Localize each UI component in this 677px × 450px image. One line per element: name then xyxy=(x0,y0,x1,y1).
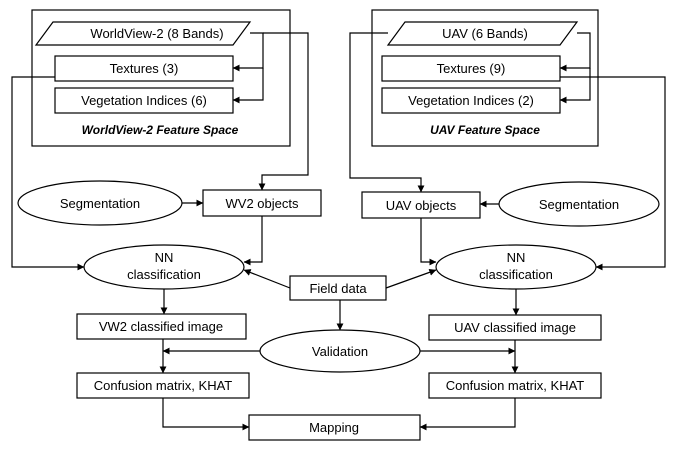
wv2-classification-label: classification xyxy=(127,267,201,282)
uav-confusion-matrix-label: Confusion matrix, KHAT xyxy=(446,378,585,393)
wv2-veg-indices-label: Vegetation Indices (6) xyxy=(81,93,207,108)
field-data-to-uav-classification-arrow xyxy=(385,268,437,289)
wv2-features-to-classification-arrow xyxy=(11,76,85,271)
wv2-feature-space-panel: WorldView-2 (8 Bands) Textures (3) Veget… xyxy=(31,9,291,147)
mapping-label: Mapping xyxy=(309,420,359,435)
wv2-source-parallelogram xyxy=(34,21,252,46)
uav-classification-label: classification xyxy=(479,267,553,282)
uav-confusion-matrix-node xyxy=(428,372,602,399)
wv2-objects-to-classification-arrow xyxy=(243,216,263,266)
wv2-source-to-textures-arrow xyxy=(232,32,264,72)
wv2-segmentation-label: Segmentation xyxy=(60,196,140,211)
wv2-objects-label: WV2 objects xyxy=(226,196,299,211)
uav-segmentation-label: Segmentation xyxy=(539,197,619,212)
uav-feature-space-panel: UAV (6 Bands) Textures (9) Vegetation In… xyxy=(371,9,599,147)
wv2-source-to-veg-indices-arrow xyxy=(232,68,264,104)
uav-source-parallelogram xyxy=(386,21,579,46)
uav-source-label: UAV (6 Bands) xyxy=(442,26,528,41)
validation-label: Validation xyxy=(312,344,368,359)
uav-matrix-to-mapping-arrow xyxy=(419,398,516,431)
uav-veg-indices-label: Vegetation Indices (2) xyxy=(408,93,534,108)
uav-features-to-classification-arrow xyxy=(560,76,666,271)
field-data-label: Field data xyxy=(309,281,367,296)
wv2-classified-image-label: VW2 classified image xyxy=(99,319,223,334)
wv2-panel-caption: WorldView-2 Feature Space xyxy=(82,123,239,137)
wv2-textures-label: Textures (3) xyxy=(110,61,179,76)
wv2-confusion-matrix-label: Confusion matrix, KHAT xyxy=(94,378,233,393)
uav-objects-label: UAV objects xyxy=(386,198,457,213)
uav-nn-label: NN xyxy=(507,250,526,265)
wv2-nn-label: NN xyxy=(155,250,174,265)
uav-source-to-veg-indices-arrow xyxy=(559,68,591,104)
mapping-node xyxy=(248,414,421,441)
wv2-confusion-matrix-node xyxy=(76,372,250,399)
uav-source-to-textures-arrow xyxy=(559,32,591,72)
uav-textures-label: Textures (9) xyxy=(437,61,506,76)
uav-panel-caption: UAV Feature Space xyxy=(430,123,540,137)
wv2-matrix-to-mapping-arrow xyxy=(162,398,250,431)
wv2-veg-indices-box xyxy=(54,87,234,114)
field-data-to-wv2-classification-arrow xyxy=(243,269,291,289)
wv2-source-label: WorldView-2 (8 Bands) xyxy=(90,26,223,41)
wv2-source-to-objects-arrow xyxy=(258,32,309,191)
uav-objects-to-classification-arrow xyxy=(420,218,437,266)
wv2-textures-box xyxy=(54,55,234,82)
wv2-objects-node xyxy=(202,189,322,217)
uav-classified-image-label: UAV classified image xyxy=(454,320,576,335)
uav-source-to-objects-arrow xyxy=(349,32,425,193)
